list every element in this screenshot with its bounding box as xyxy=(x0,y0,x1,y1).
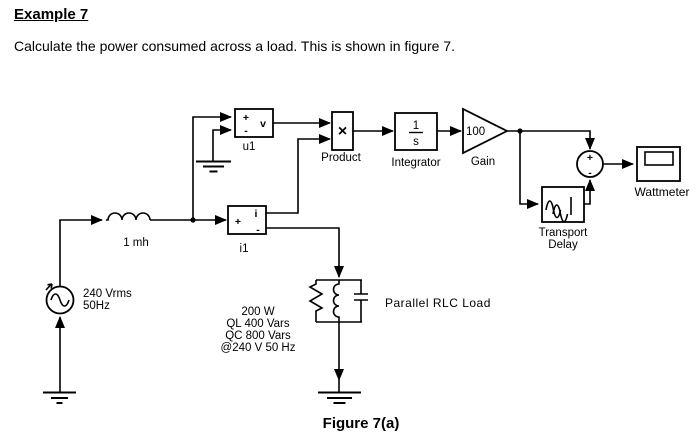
transport-delay-label-1: Transport xyxy=(539,227,589,239)
rlc-spec-power: 200 W xyxy=(241,306,274,318)
integrator-numerator: 1 xyxy=(413,120,419,132)
product-block xyxy=(331,111,354,151)
page-description: Calculate the power consumed across a lo… xyxy=(14,38,455,54)
i1-minus-sign: - xyxy=(256,224,260,236)
source-label-1: 240 Vrms xyxy=(83,288,132,300)
delayed-sine-icon xyxy=(552,204,569,223)
rlc-load-label: Parallel RLC Load xyxy=(385,296,491,310)
wattmeter-screen xyxy=(644,151,674,166)
page-title: Example 7 xyxy=(14,6,89,23)
current-measurement-block xyxy=(227,205,267,235)
wire-segment xyxy=(584,179,595,205)
rlc-spec-qc: QC 800 Vars xyxy=(225,330,291,342)
i1-i-port: i xyxy=(255,208,258,220)
wire-segment xyxy=(519,131,539,209)
gain-block xyxy=(462,107,510,155)
figure-caption: Figure 7(a) xyxy=(322,415,400,432)
parallel-rlc-load-icon xyxy=(308,279,368,323)
rlc-spec-rating: @240 V 50 Hz xyxy=(221,342,296,354)
u1-v-port: v xyxy=(260,118,266,130)
wire-segment xyxy=(507,130,595,150)
resistor-icon xyxy=(308,280,324,322)
ground-icon xyxy=(43,391,76,404)
source-polarity-tick xyxy=(45,283,52,291)
inductor-label: 1 mh xyxy=(123,237,149,249)
wire-segment xyxy=(266,134,331,214)
junction-dot xyxy=(517,128,523,134)
voltage-measurement-block xyxy=(234,108,274,138)
source-polarity-tick xyxy=(47,283,53,289)
ground-icon xyxy=(196,160,231,173)
source-label-2: 50Hz xyxy=(83,300,110,312)
capacitor-icon xyxy=(354,280,368,322)
current-measurement-label: i1 xyxy=(240,243,249,255)
integrator-denominator: s xyxy=(413,136,419,148)
product-symbol: × xyxy=(338,123,347,140)
wattmeter-label: Wattmeter xyxy=(635,185,690,199)
inductor-icon xyxy=(332,280,340,322)
wire-segment xyxy=(212,125,232,161)
wire-segment xyxy=(266,227,344,278)
product-label: Product xyxy=(321,152,361,164)
voltage-measurement-label: u1 xyxy=(243,141,256,153)
integrator-label: Integrator xyxy=(391,157,440,169)
integrator-block xyxy=(394,112,438,151)
junction-dot xyxy=(190,217,196,223)
signal-wires xyxy=(55,112,634,392)
sum-plus-sign: + xyxy=(587,152,593,164)
sum-minus-sign: - xyxy=(588,167,592,179)
wire-segment xyxy=(59,215,103,287)
series-inductor-icon xyxy=(106,212,151,221)
i1-plus-sign: + xyxy=(235,216,241,228)
wire-segment xyxy=(192,112,232,220)
u1-minus-sign: - xyxy=(244,125,248,137)
gain-value: 100 xyxy=(466,126,485,138)
ground-icon xyxy=(318,391,361,404)
gain-label: Gain xyxy=(471,156,495,168)
rlc-spec-ql: QL 400 Vars xyxy=(226,318,290,330)
u1-plus-sign: + xyxy=(243,112,249,124)
transport-delay-label-2: Delay xyxy=(548,239,578,251)
sum-block xyxy=(576,150,604,178)
sine-wave-icon xyxy=(50,293,70,307)
transport-delay-block xyxy=(541,186,585,223)
